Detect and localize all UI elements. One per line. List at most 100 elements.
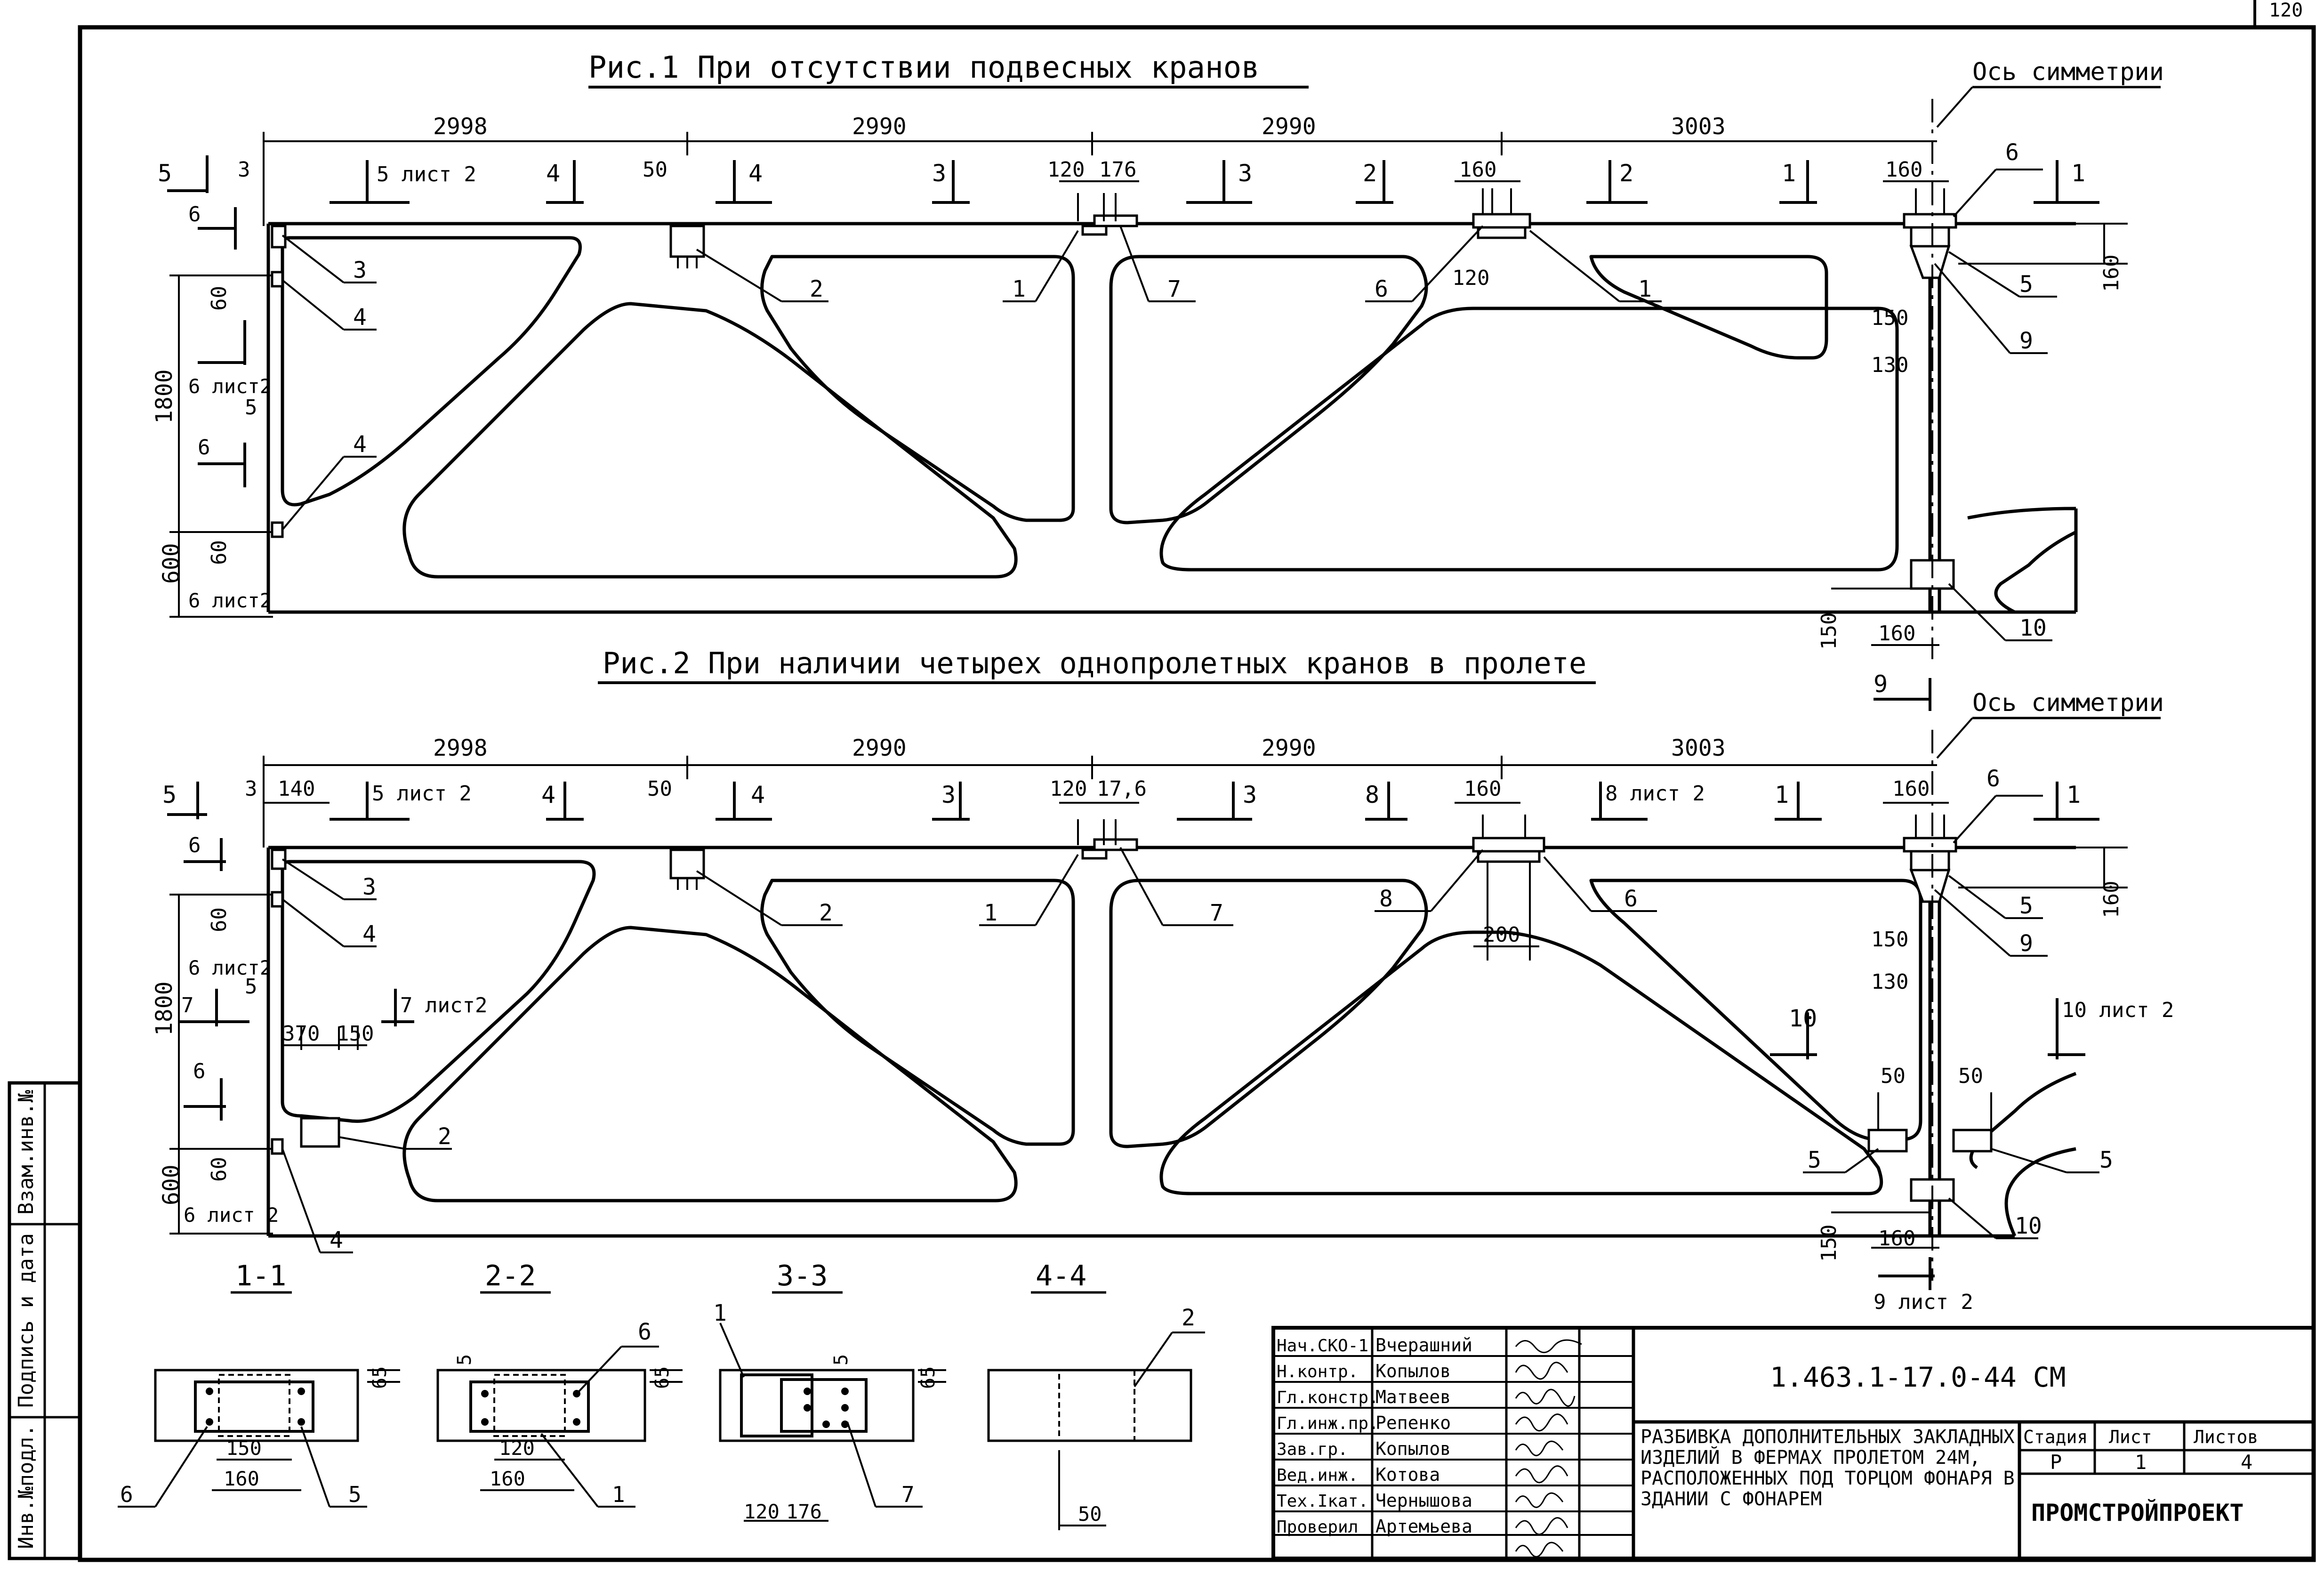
signature-scribbles — [1515, 1339, 1582, 1558]
fig2-callout-4a: 4 — [362, 921, 376, 947]
section-1-1-label: 1-1 — [235, 1259, 286, 1292]
fig2-dim-150b: 150 — [337, 1022, 374, 1046]
fig1-dim-top-1: 2998 — [433, 113, 488, 140]
fig2-dim-50a: 50 — [1881, 1064, 1906, 1088]
fig2-section-6-sheet2b: 6 лист 2 — [184, 1203, 279, 1227]
fig2-callout-4b: 4 — [330, 1227, 343, 1253]
fig2-section-6a: 6 — [188, 833, 201, 857]
section-3-3-dim-176: 176 — [786, 1500, 822, 1523]
fig2-callout-5c: 5 — [2099, 1147, 2113, 1173]
section-2-2-dim-65: 65 — [651, 1366, 673, 1389]
fig2-dim-17-6: 17,6 — [1097, 777, 1147, 801]
fig2-dim-top-1: 2998 — [433, 735, 488, 761]
fig2-dim-top-2: 2990 — [852, 735, 907, 761]
fig2-section-1a: 1 — [1775, 781, 1789, 808]
role-3: Гл.констр. — [1277, 1388, 1379, 1407]
fig2-section-1b: 1 — [2067, 781, 2081, 808]
fig2-callout-10: 10 — [2015, 1213, 2042, 1239]
section-2-2-label: 2-2 — [485, 1259, 536, 1292]
role-2: Н.контр. — [1277, 1362, 1358, 1381]
fig1-section-1a: 1 — [1782, 160, 1796, 187]
stage-header: Стадия — [2023, 1427, 2088, 1447]
description-box: Разбивка дополнительных закладных издели… — [1640, 1427, 2015, 1510]
drawing-description: Разбивка дополнительных закладных издели… — [1640, 1427, 2015, 1510]
fig2-callout-2a: 2 — [819, 900, 833, 926]
fig1-dim-top-2: 2990 — [852, 113, 907, 140]
fig1-dim-160a: 160 — [1459, 158, 1496, 182]
sheets-header: Листов — [2194, 1427, 2258, 1447]
section-1-1-dim-65: 65 — [369, 1366, 391, 1389]
fig1-dim-120b: 120 — [1452, 266, 1489, 290]
fig1-callout-1a: 1 — [1012, 276, 1026, 302]
section-2-2-dim-160: 160 — [490, 1467, 525, 1490]
fig2-section-7-sheet2: 7 лист2 — [400, 993, 487, 1017]
fig2-section-3a: 3 — [941, 781, 956, 808]
section-1-1-callout-6: 6 — [120, 1482, 133, 1507]
title-block — [1271, 1326, 2316, 1560]
fig2-section-9-top: 9 — [1874, 670, 1888, 698]
fig2-callout-1: 1 — [984, 900, 997, 926]
fig1-section-4b: 4 — [748, 160, 763, 187]
fig1-dim-3: 3 — [238, 158, 250, 182]
section-4-4-label: 4-4 — [1036, 1259, 1086, 1292]
fig2-dim-left-1800: 1800 — [151, 981, 177, 1036]
fig1-dim-150b: 150 — [1817, 613, 1841, 650]
fig2-callout-9: 9 — [2019, 930, 2033, 957]
section-3-3-dim-5: 5 — [830, 1354, 852, 1365]
fig2-callout-7: 7 — [1210, 900, 1223, 926]
figure-1: Рис.1 При отсутствии подвесных кранов Ос… — [151, 50, 2164, 659]
fig2-dim-top-3: 2990 — [1262, 735, 1316, 761]
fig2-dim-left-600: 600 — [158, 1164, 185, 1205]
fig1-callout-9: 9 — [2019, 328, 2033, 354]
fig2-section-6b: 6 — [193, 1059, 206, 1083]
section-4-4-callout-2: 2 — [1182, 1305, 1195, 1331]
fig2-section-10-sheet2: 10 лист 2 — [2062, 998, 2174, 1022]
fig2-axis-label: Ось симметрии — [1972, 689, 2164, 717]
fig2-callout-5b: 5 — [1808, 1147, 1821, 1173]
fig1-dim-160b: 160 — [1885, 158, 1922, 182]
fig1-dim-top-3: 2990 — [1262, 113, 1316, 140]
section-3-3-callout-1: 1 — [713, 1300, 727, 1326]
fig1-dim-top-4: 3003 — [1671, 113, 1726, 140]
figure-2: Рис.2 При наличии четырех однопролетных … — [151, 646, 2174, 1314]
fig2-callout-5a: 5 — [2019, 893, 2033, 919]
section-2-2-callout-1: 1 — [612, 1482, 625, 1507]
stage-value: Р — [2050, 1451, 2062, 1474]
sheet-value: 1 — [2135, 1451, 2147, 1474]
section-1-1-callout-5: 5 — [348, 1482, 362, 1507]
organization-name: ПРОМСТРОЙПРОЕКТ — [2031, 1499, 2244, 1526]
section-1-1-dim-150: 150 — [226, 1437, 262, 1460]
title-block-roles: Нач.СКО-1 Вчерашний Н.контр. Копылов Гл.… — [1277, 1335, 1472, 1537]
fig2-dim-120: 120 — [1050, 777, 1087, 801]
role-8: Проверил — [1277, 1517, 1358, 1537]
fig1-dim-left-1800: 1800 — [151, 369, 177, 424]
fig2-dim-left-60b: 60 — [207, 1157, 231, 1182]
fig1-callout-1b: 1 — [1638, 276, 1652, 302]
section-2-2-dim-5: 5 — [454, 1354, 475, 1365]
fig2-dim-150: 150 — [1871, 928, 1908, 952]
fig1-section-6b: 6 — [198, 436, 210, 460]
fig1-dim-120: 120 — [1047, 158, 1085, 182]
role-4: Гл.инж.пр. — [1277, 1414, 1379, 1433]
fig1-section-6-sheet2b: 6 лист2 — [188, 589, 272, 612]
fig2-dim-50b: 50 — [1958, 1064, 1983, 1088]
section-2-2-dim-120: 120 — [499, 1437, 535, 1460]
fig2-section-10a: 10 — [1789, 1005, 1817, 1032]
fig2-dim-150c: 150 — [1817, 1225, 1841, 1262]
fig2-dim-160c: 160 — [2099, 881, 2123, 918]
fig2-section-4b: 4 — [751, 781, 765, 808]
fig1-dim-160c: 160 — [2099, 255, 2123, 292]
fig1-section-2a: 2 — [1363, 160, 1377, 187]
fig1-section-3a: 3 — [932, 160, 946, 187]
fig1-section-6a: 6 — [188, 202, 201, 226]
fig1-dim-50: 50 — [643, 158, 667, 182]
fig1-section-2b: 2 — [1619, 160, 1633, 187]
side-stamp-label-1: Инв.№подл. — [14, 1424, 38, 1549]
fig2-section-5: 5 — [162, 781, 177, 808]
fig2-dim-left-5: 5 — [245, 975, 257, 999]
fig1-callout-3: 3 — [353, 257, 367, 283]
section-1-1-dim-160: 160 — [224, 1467, 259, 1490]
fig1-dim-left-60b: 60 — [207, 540, 231, 565]
sheets-value: 4 — [2241, 1451, 2252, 1474]
